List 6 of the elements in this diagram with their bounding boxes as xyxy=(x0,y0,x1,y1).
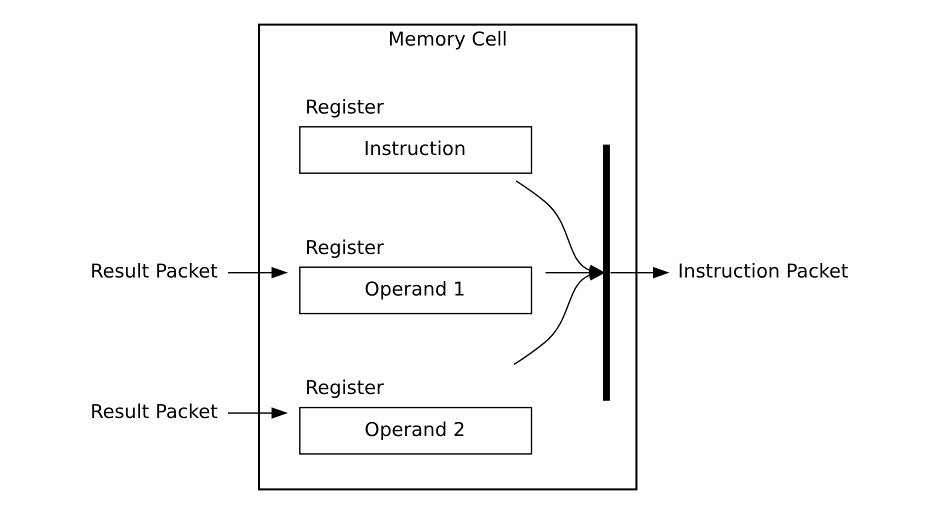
node-text: Instruction Packet xyxy=(677,260,848,283)
node-text: Result Packet xyxy=(90,401,218,424)
node-label: Register xyxy=(304,236,384,259)
node-label: Register xyxy=(304,96,384,119)
node-text: Result Packet xyxy=(90,260,218,283)
node-label: Register xyxy=(304,377,384,400)
